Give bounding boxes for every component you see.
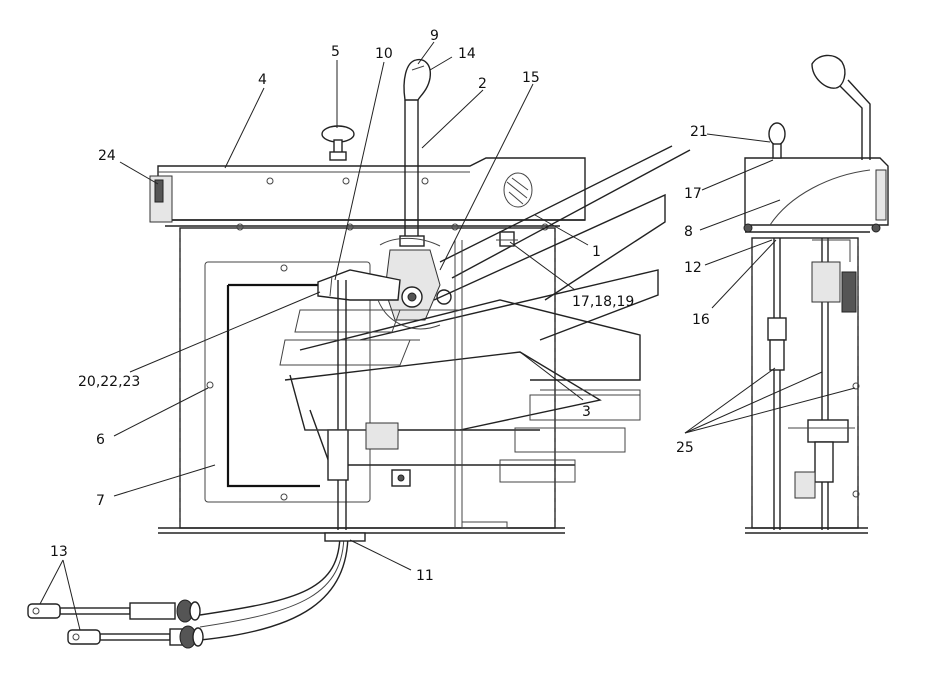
callout-14: 14 bbox=[458, 46, 476, 62]
callout-17: 17 bbox=[684, 186, 702, 202]
callout-11: 11 bbox=[416, 568, 434, 584]
main-lever bbox=[399, 58, 431, 247]
callout-10: 10 bbox=[375, 46, 393, 62]
callout-20-22-23: 20,22,23 bbox=[78, 374, 140, 390]
control-rod bbox=[305, 240, 508, 530]
callout-labels: 1 2 3 4 5 6 7 8 9 10 11 12 13 14 15 16 1… bbox=[50, 28, 710, 584]
side-lever bbox=[811, 54, 871, 160]
callout-3: 3 bbox=[582, 404, 591, 420]
callout-1: 1 bbox=[592, 244, 601, 260]
callout-24: 24 bbox=[98, 148, 116, 164]
callout-2: 2 bbox=[478, 76, 487, 92]
callout-8: 8 bbox=[684, 224, 693, 240]
top-cover bbox=[149, 157, 586, 231]
callout-7: 7 bbox=[96, 493, 105, 509]
side-view bbox=[743, 54, 889, 534]
leader-lines bbox=[39, 41, 856, 631]
front-view bbox=[27, 58, 691, 649]
callout-16: 16 bbox=[692, 312, 710, 328]
callout-21: 21 bbox=[690, 124, 708, 140]
callout-25: 25 bbox=[676, 440, 694, 456]
knob bbox=[321, 125, 355, 161]
callout-13: 13 bbox=[50, 544, 68, 560]
callout-4: 4 bbox=[258, 72, 267, 88]
callout-12: 12 bbox=[684, 260, 702, 276]
side-cover-panel bbox=[204, 261, 371, 503]
side-top-cover bbox=[743, 157, 889, 233]
callout-17-18-19: 17,18,19 bbox=[572, 294, 634, 310]
side-mechanism bbox=[767, 238, 860, 530]
callout-9: 9 bbox=[430, 28, 439, 44]
control-cables bbox=[27, 532, 366, 649]
callout-6: 6 bbox=[96, 432, 105, 448]
callout-15: 15 bbox=[522, 70, 540, 86]
side-knob bbox=[768, 122, 786, 159]
callout-5: 5 bbox=[331, 44, 340, 60]
